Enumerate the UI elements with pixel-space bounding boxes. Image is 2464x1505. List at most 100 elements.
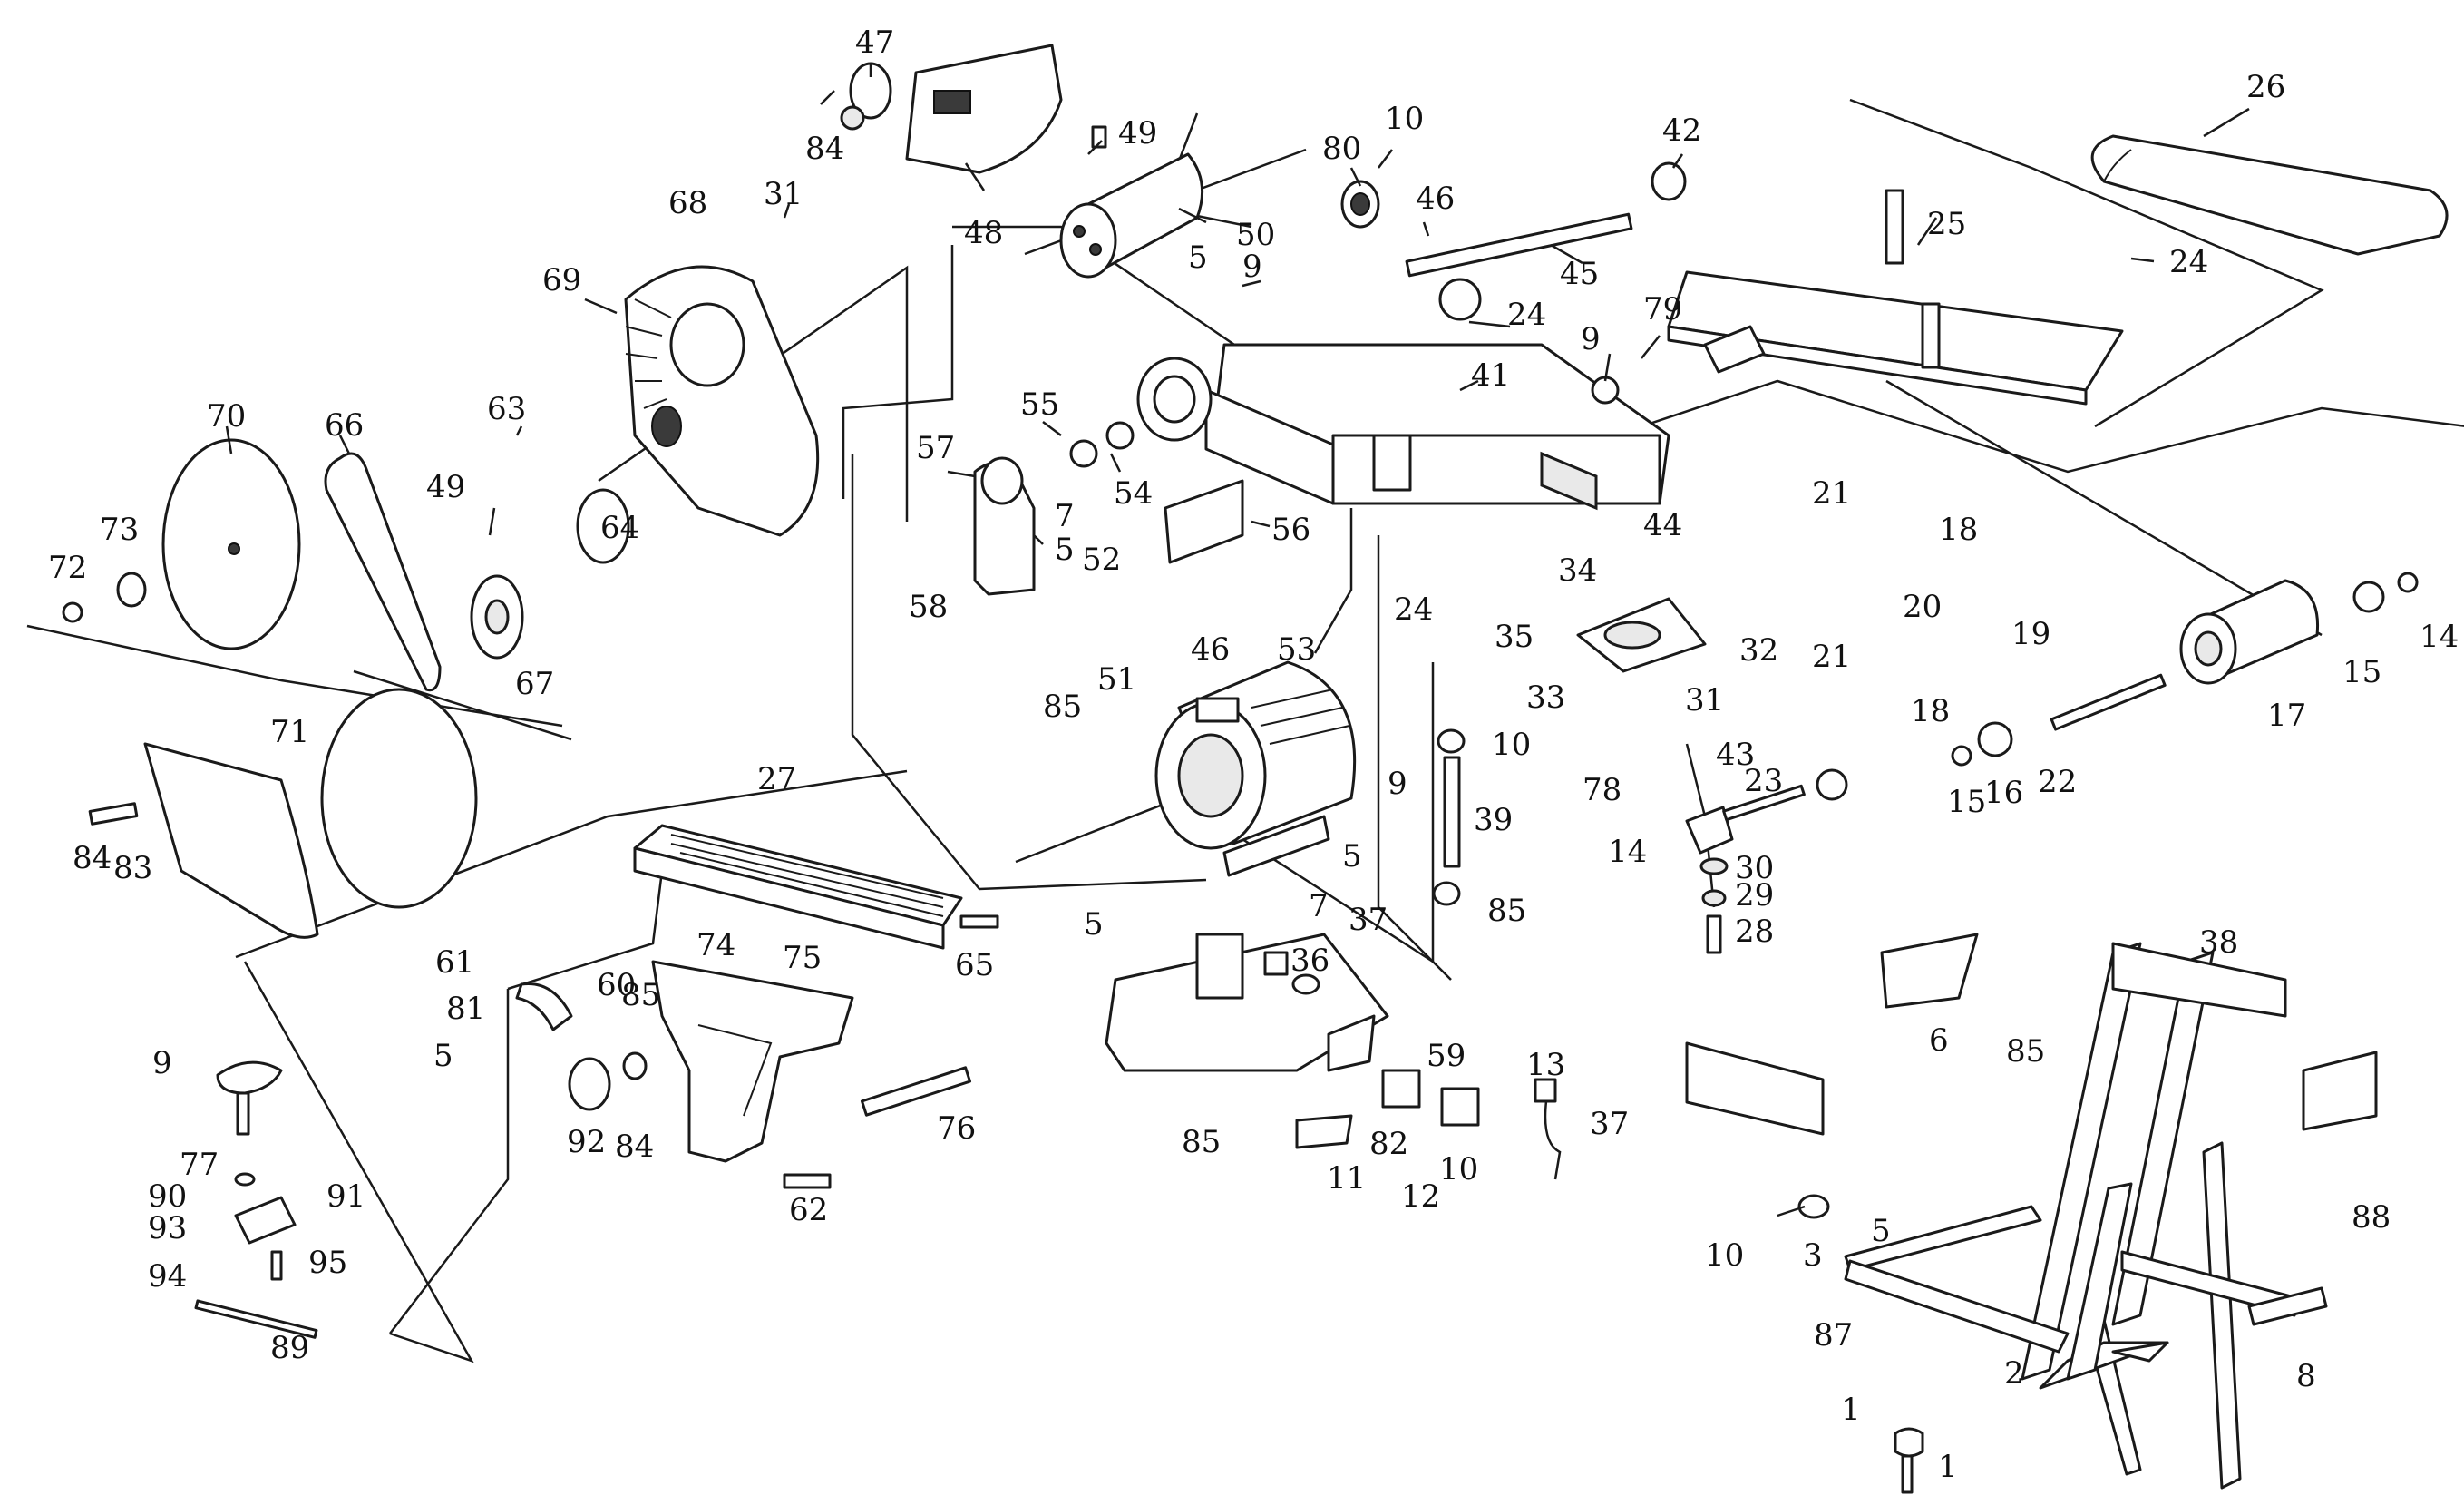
callout-label: 41 bbox=[1471, 357, 1510, 394]
callout-label: 10 bbox=[1385, 101, 1424, 137]
callout-label: 95 bbox=[308, 1245, 347, 1281]
platen-25 bbox=[1667, 189, 2124, 406]
callout-label: 91 bbox=[326, 1178, 365, 1215]
disc-70 bbox=[62, 438, 301, 650]
callout-label: 23 bbox=[1744, 763, 1783, 799]
callout-label: 74 bbox=[696, 927, 735, 963]
callout-label: 69 bbox=[542, 262, 581, 298]
table-65 bbox=[633, 824, 999, 950]
cover-48 bbox=[840, 44, 1063, 174]
base-36 bbox=[1105, 933, 1389, 1072]
callout-label: 47 bbox=[855, 24, 894, 61]
pulley-bracket-58 bbox=[973, 357, 1244, 596]
callout-label: 54 bbox=[1114, 475, 1153, 512]
callout-label: 7 bbox=[1309, 888, 1329, 924]
callout-label: 53 bbox=[1277, 631, 1316, 668]
callout-label: 85 bbox=[2006, 1033, 2045, 1070]
callout-label: 37 bbox=[1349, 902, 1388, 938]
callout-label: 11 bbox=[1327, 1160, 1366, 1197]
callout-label: 63 bbox=[487, 391, 526, 427]
callout-label: 21 bbox=[1812, 475, 1851, 512]
callout-label: 55 bbox=[1020, 386, 1059, 423]
callout-label: 21 bbox=[1812, 639, 1851, 675]
callout-label: 35 bbox=[1495, 619, 1534, 655]
callout-label: 9 bbox=[152, 1045, 172, 1081]
callout-label: 46 bbox=[1191, 631, 1230, 668]
callout-label: 43 bbox=[1716, 737, 1755, 773]
callout-label: 67 bbox=[515, 666, 554, 702]
callout-label: 51 bbox=[1097, 661, 1136, 698]
callout-label: 8 bbox=[2296, 1358, 2316, 1394]
callout-label: 24 bbox=[2169, 244, 2208, 280]
callout-leaders bbox=[225, 64, 2250, 545]
callout-label: 44 bbox=[1643, 507, 1682, 543]
callout-label: 65 bbox=[955, 947, 994, 983]
callout-label: 90 bbox=[148, 1178, 187, 1215]
callout-label: 59 bbox=[1427, 1038, 1466, 1074]
callout-label: 37 bbox=[1590, 1106, 1629, 1142]
callout-label: 70 bbox=[207, 398, 246, 435]
callout-label: 42 bbox=[1662, 112, 1701, 149]
callout-label: 33 bbox=[1526, 679, 1565, 716]
callout-label: 49 bbox=[1118, 115, 1157, 151]
callout-label: 18 bbox=[1911, 693, 1950, 729]
callout-label: 85 bbox=[1182, 1124, 1221, 1160]
callout-label: 18 bbox=[1939, 512, 1978, 548]
tracking-plate-34 bbox=[1576, 597, 1848, 954]
callout-label: 68 bbox=[668, 185, 707, 221]
callout-label: 73 bbox=[100, 512, 139, 548]
cylinder-50 bbox=[1059, 125, 1204, 279]
callout-label: 38 bbox=[2199, 924, 2238, 961]
callout-label: 79 bbox=[1643, 291, 1682, 327]
callout-label: 61 bbox=[435, 944, 474, 981]
callout-label: 92 bbox=[567, 1124, 606, 1160]
callout-label: 20 bbox=[1903, 589, 1942, 625]
callout-label: 15 bbox=[1947, 784, 1986, 820]
callout-label: 14 bbox=[1608, 834, 1647, 870]
callout-label: 85 bbox=[1043, 689, 1082, 725]
callout-label: 2 bbox=[2004, 1355, 2024, 1392]
callout-label: 34 bbox=[1558, 552, 1597, 589]
assembly-outline-lines bbox=[26, 98, 2464, 1363]
callout-label: 1 bbox=[1938, 1449, 1958, 1485]
callout-label: 7 bbox=[1055, 498, 1075, 534]
callout-label: 89 bbox=[270, 1330, 309, 1366]
belt-guard-68 bbox=[576, 265, 820, 564]
pulley-67 bbox=[470, 574, 524, 660]
callout-label: 84 bbox=[615, 1129, 654, 1165]
bearing-80 bbox=[1340, 180, 1380, 229]
callout-label: 14 bbox=[2420, 619, 2459, 655]
callout-label: 16 bbox=[1984, 775, 2023, 811]
disc-guard-83 bbox=[88, 688, 478, 939]
callout-label: 5 bbox=[1342, 838, 1362, 875]
callout-label: 45 bbox=[1560, 256, 1599, 292]
callout-label: 82 bbox=[1369, 1126, 1408, 1162]
callout-label: 24 bbox=[1507, 297, 1546, 333]
callout-label: 15 bbox=[2342, 654, 2381, 690]
callout-label: 77 bbox=[180, 1147, 219, 1183]
callout-label: 5 bbox=[1871, 1213, 1891, 1249]
callout-label: 56 bbox=[1271, 512, 1310, 548]
callout-label: 84 bbox=[73, 840, 112, 876]
sander-frame-41 bbox=[1204, 343, 1670, 511]
callout-label: 10 bbox=[1705, 1237, 1744, 1274]
knob-assembly-92 bbox=[194, 1060, 318, 1339]
callout-label: 10 bbox=[1492, 727, 1531, 763]
callout-label: 58 bbox=[909, 589, 948, 625]
callout-label: 71 bbox=[270, 714, 309, 750]
callout-label: 83 bbox=[113, 850, 152, 886]
callout-label: 46 bbox=[1416, 181, 1455, 217]
callout-label: 32 bbox=[1739, 632, 1778, 669]
callout-label: 94 bbox=[148, 1258, 187, 1295]
callout-label: 87 bbox=[1814, 1317, 1853, 1354]
callout-label: 84 bbox=[805, 131, 844, 167]
callout-label: 88 bbox=[2352, 1199, 2391, 1236]
callout-label: 27 bbox=[757, 761, 796, 797]
callout-label: 48 bbox=[964, 215, 1003, 251]
callout-label: 85 bbox=[621, 977, 660, 1013]
callout-label: 93 bbox=[148, 1210, 187, 1246]
roller-17 bbox=[1951, 572, 2419, 767]
callout-label: 52 bbox=[1082, 542, 1121, 578]
callout-label: 5 bbox=[433, 1038, 453, 1074]
callout-label: 49 bbox=[426, 469, 465, 505]
